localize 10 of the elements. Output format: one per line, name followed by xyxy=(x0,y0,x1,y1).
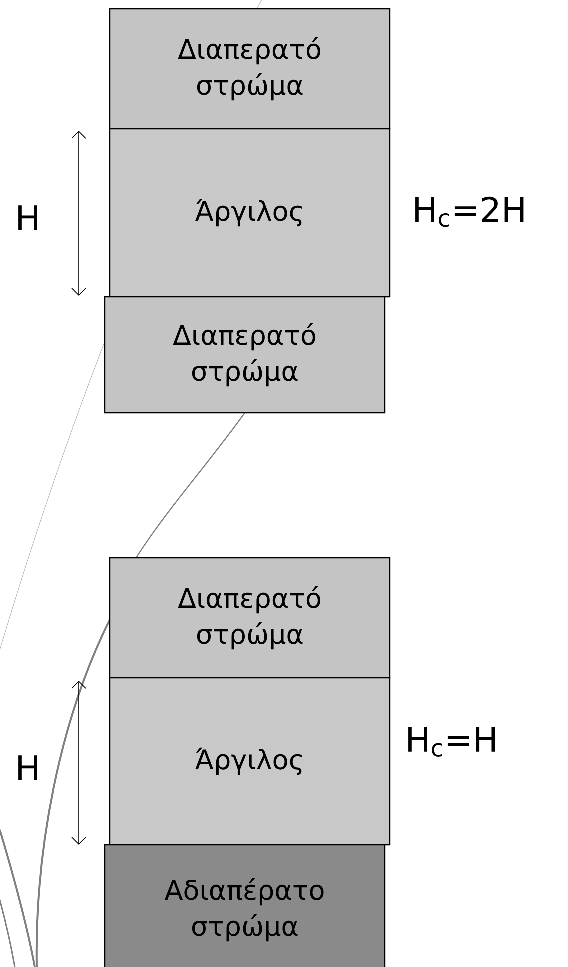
dimension-label: H$_{c}$=H xyxy=(408,727,496,757)
layer-box: Άργιλος xyxy=(109,128,391,298)
layer-box: Διαπερατό στρώμα xyxy=(109,557,391,679)
layer-box: Αδιαπέρατο στρώμα xyxy=(104,844,386,967)
layer-box: Διαπερατό στρώμα xyxy=(104,296,386,414)
dimension-label: H xyxy=(18,756,38,780)
dimension-label: H$_{c}$=2H xyxy=(416,196,524,228)
layer-box: Διαπερατό στρώμα xyxy=(109,8,391,130)
layer-box: Άργιλος xyxy=(109,677,391,846)
dimension-label: H xyxy=(18,206,38,230)
